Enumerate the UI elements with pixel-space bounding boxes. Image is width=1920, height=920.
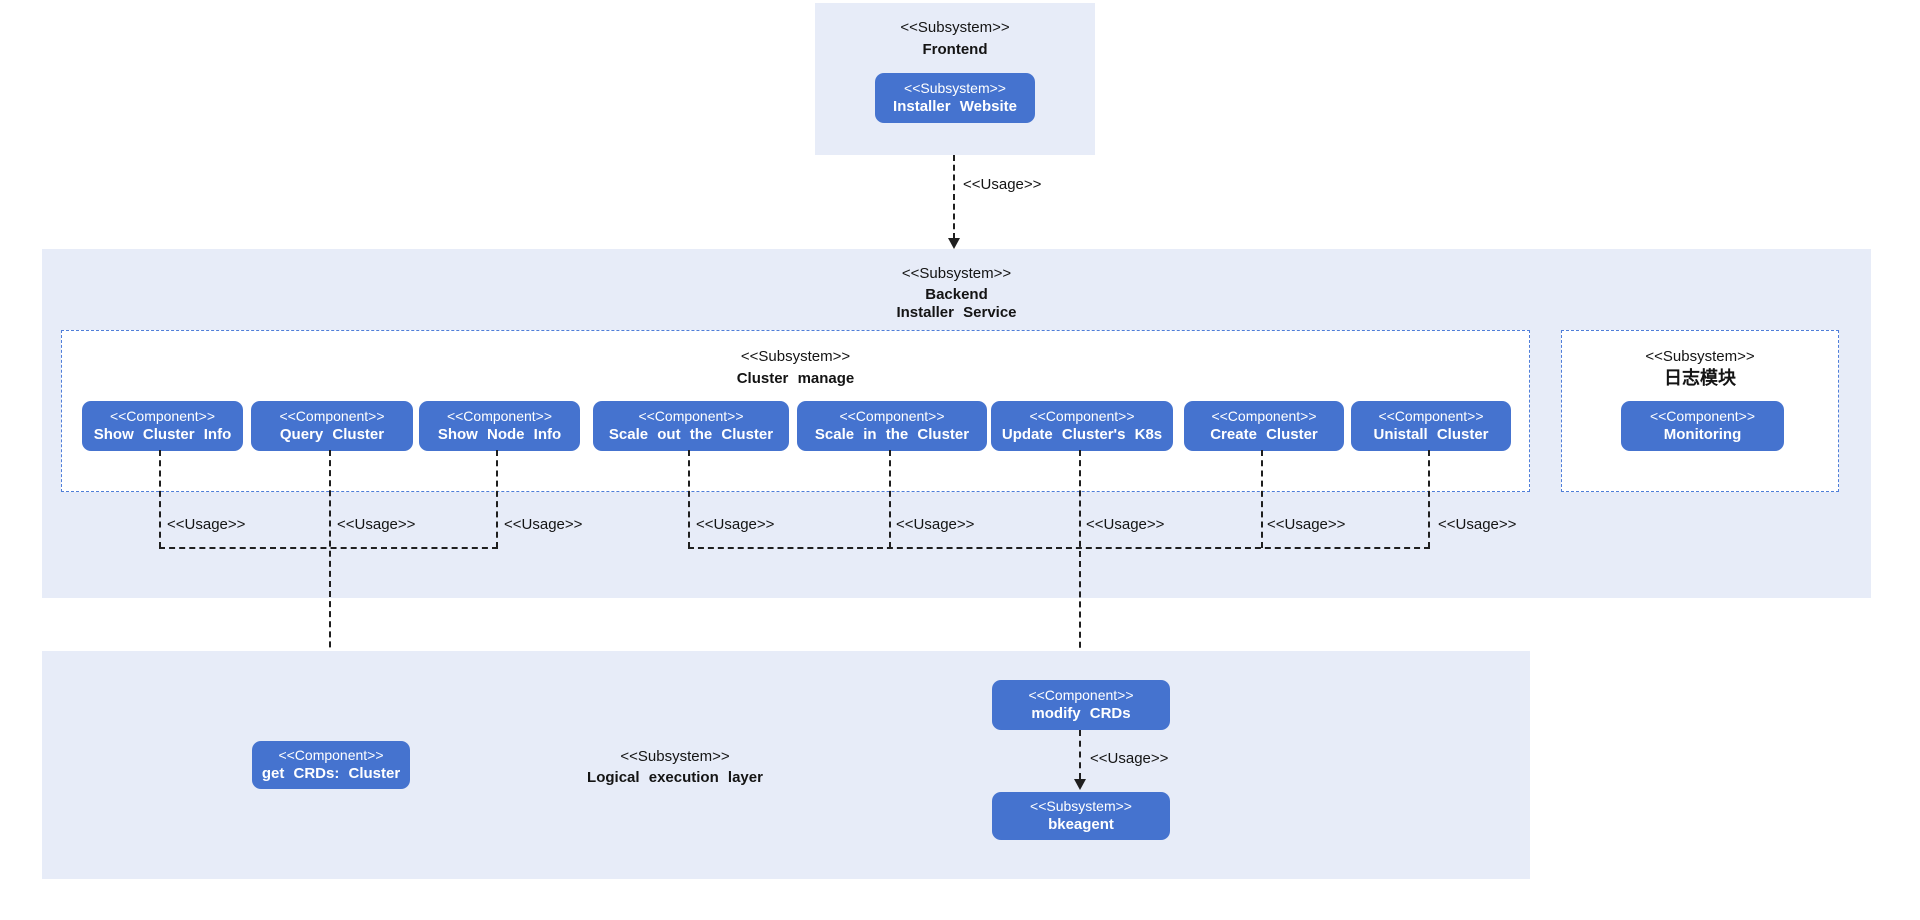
usage-label-7: <<Usage>>: [1267, 516, 1346, 533]
installer-website-node[interactable]: <<Subsystem>> Installer Website: [875, 73, 1035, 123]
backend-title-line1: Backend: [925, 286, 988, 303]
arrowhead-bkeagent: [1074, 779, 1086, 790]
usage-label-2: <<Usage>>: [337, 516, 416, 533]
backend-subsystem-box: <<Subsystem>> Backend Installer Service …: [42, 249, 1871, 598]
backend-stereotype: <<Subsystem>>: [901, 265, 1012, 282]
subsystem-bkeagent-node[interactable]: <<Subsystem>> bkeagent: [992, 792, 1170, 840]
log-module-box: <<Subsystem>> 日志模块 <<Component>> Monitor…: [1561, 330, 1839, 492]
frontend-title: Frontend: [922, 41, 988, 58]
usage-stub-update-k8s: [1079, 450, 1081, 668]
usage-stub-query-cluster: [329, 450, 331, 728]
usage-label-modify-bkeagent: <<Usage>>: [1090, 750, 1169, 767]
component-modify-crds[interactable]: <<Component>> modify CRDs: [992, 680, 1170, 730]
usage-stub-scale-out: [688, 450, 690, 548]
component-scale-out-cluster[interactable]: <<Component>> Scale out the Cluster: [593, 401, 789, 451]
usage-stub-unistall-cluster: [1428, 450, 1430, 548]
component-get-crds-cluster[interactable]: <<Component>> get CRDs: Cluster: [252, 741, 410, 789]
usage-label-frontend-backend: <<Usage>>: [963, 176, 1042, 193]
component-unistall-cluster[interactable]: <<Component>> Unistall Cluster: [1351, 401, 1511, 451]
frontend-subsystem-box: <<Subsystem>> Frontend <<Subsystem>> Ins…: [815, 3, 1095, 155]
usage-bus-left: [159, 547, 498, 549]
connector-frontend-backend: [953, 155, 955, 239]
usage-stub-create-cluster: [1261, 450, 1263, 548]
log-module-title: 日志模块: [1664, 368, 1736, 388]
component-update-clusters-k8s[interactable]: <<Component>> Update Cluster's K8s: [991, 401, 1173, 451]
logical-layer-stereotype: <<Subsystem>>: [620, 748, 730, 765]
usage-stub-scale-in: [889, 450, 891, 548]
usage-stub-show-node-info: [496, 450, 498, 548]
arrowhead-frontend-backend: [948, 238, 960, 249]
usage-label-3: <<Usage>>: [504, 516, 583, 533]
component-monitoring[interactable]: <<Component>> Monitoring: [1621, 401, 1784, 451]
component-show-cluster-info[interactable]: <<Component>> Show Cluster Info: [82, 401, 243, 451]
component-query-cluster[interactable]: <<Component>> Query Cluster: [251, 401, 413, 451]
frontend-stereotype: <<Subsystem>>: [900, 19, 1010, 36]
component-scale-in-cluster[interactable]: <<Component>> Scale in the Cluster: [797, 401, 987, 451]
backend-title-line2: Installer Service: [896, 304, 1017, 321]
usage-label-4: <<Usage>>: [696, 516, 775, 533]
component-create-cluster[interactable]: <<Component>> Create Cluster: [1184, 401, 1344, 451]
connector-modify-bkeagent: [1079, 730, 1081, 779]
cluster-manage-stereotype: <<Subsystem>>: [740, 348, 851, 365]
usage-label-1: <<Usage>>: [167, 516, 246, 533]
usage-bus-right: [688, 547, 1430, 549]
usage-label-8: <<Usage>>: [1438, 516, 1517, 533]
usage-label-6: <<Usage>>: [1086, 516, 1165, 533]
component-show-node-info[interactable]: <<Component>> Show Node Info: [419, 401, 580, 451]
cluster-manage-title: Cluster manage: [736, 370, 855, 387]
usage-label-5: <<Usage>>: [896, 516, 975, 533]
cluster-manage-box: <<Subsystem>> Cluster manage <<Component…: [61, 330, 1530, 492]
usage-stub-show-cluster-info: [159, 450, 161, 548]
logical-layer-title: Logical execution layer: [587, 769, 763, 786]
logical-layer-box: <<Subsystem>> Logical execution layer <<…: [42, 651, 1530, 879]
log-module-stereotype: <<Subsystem>>: [1645, 348, 1755, 365]
